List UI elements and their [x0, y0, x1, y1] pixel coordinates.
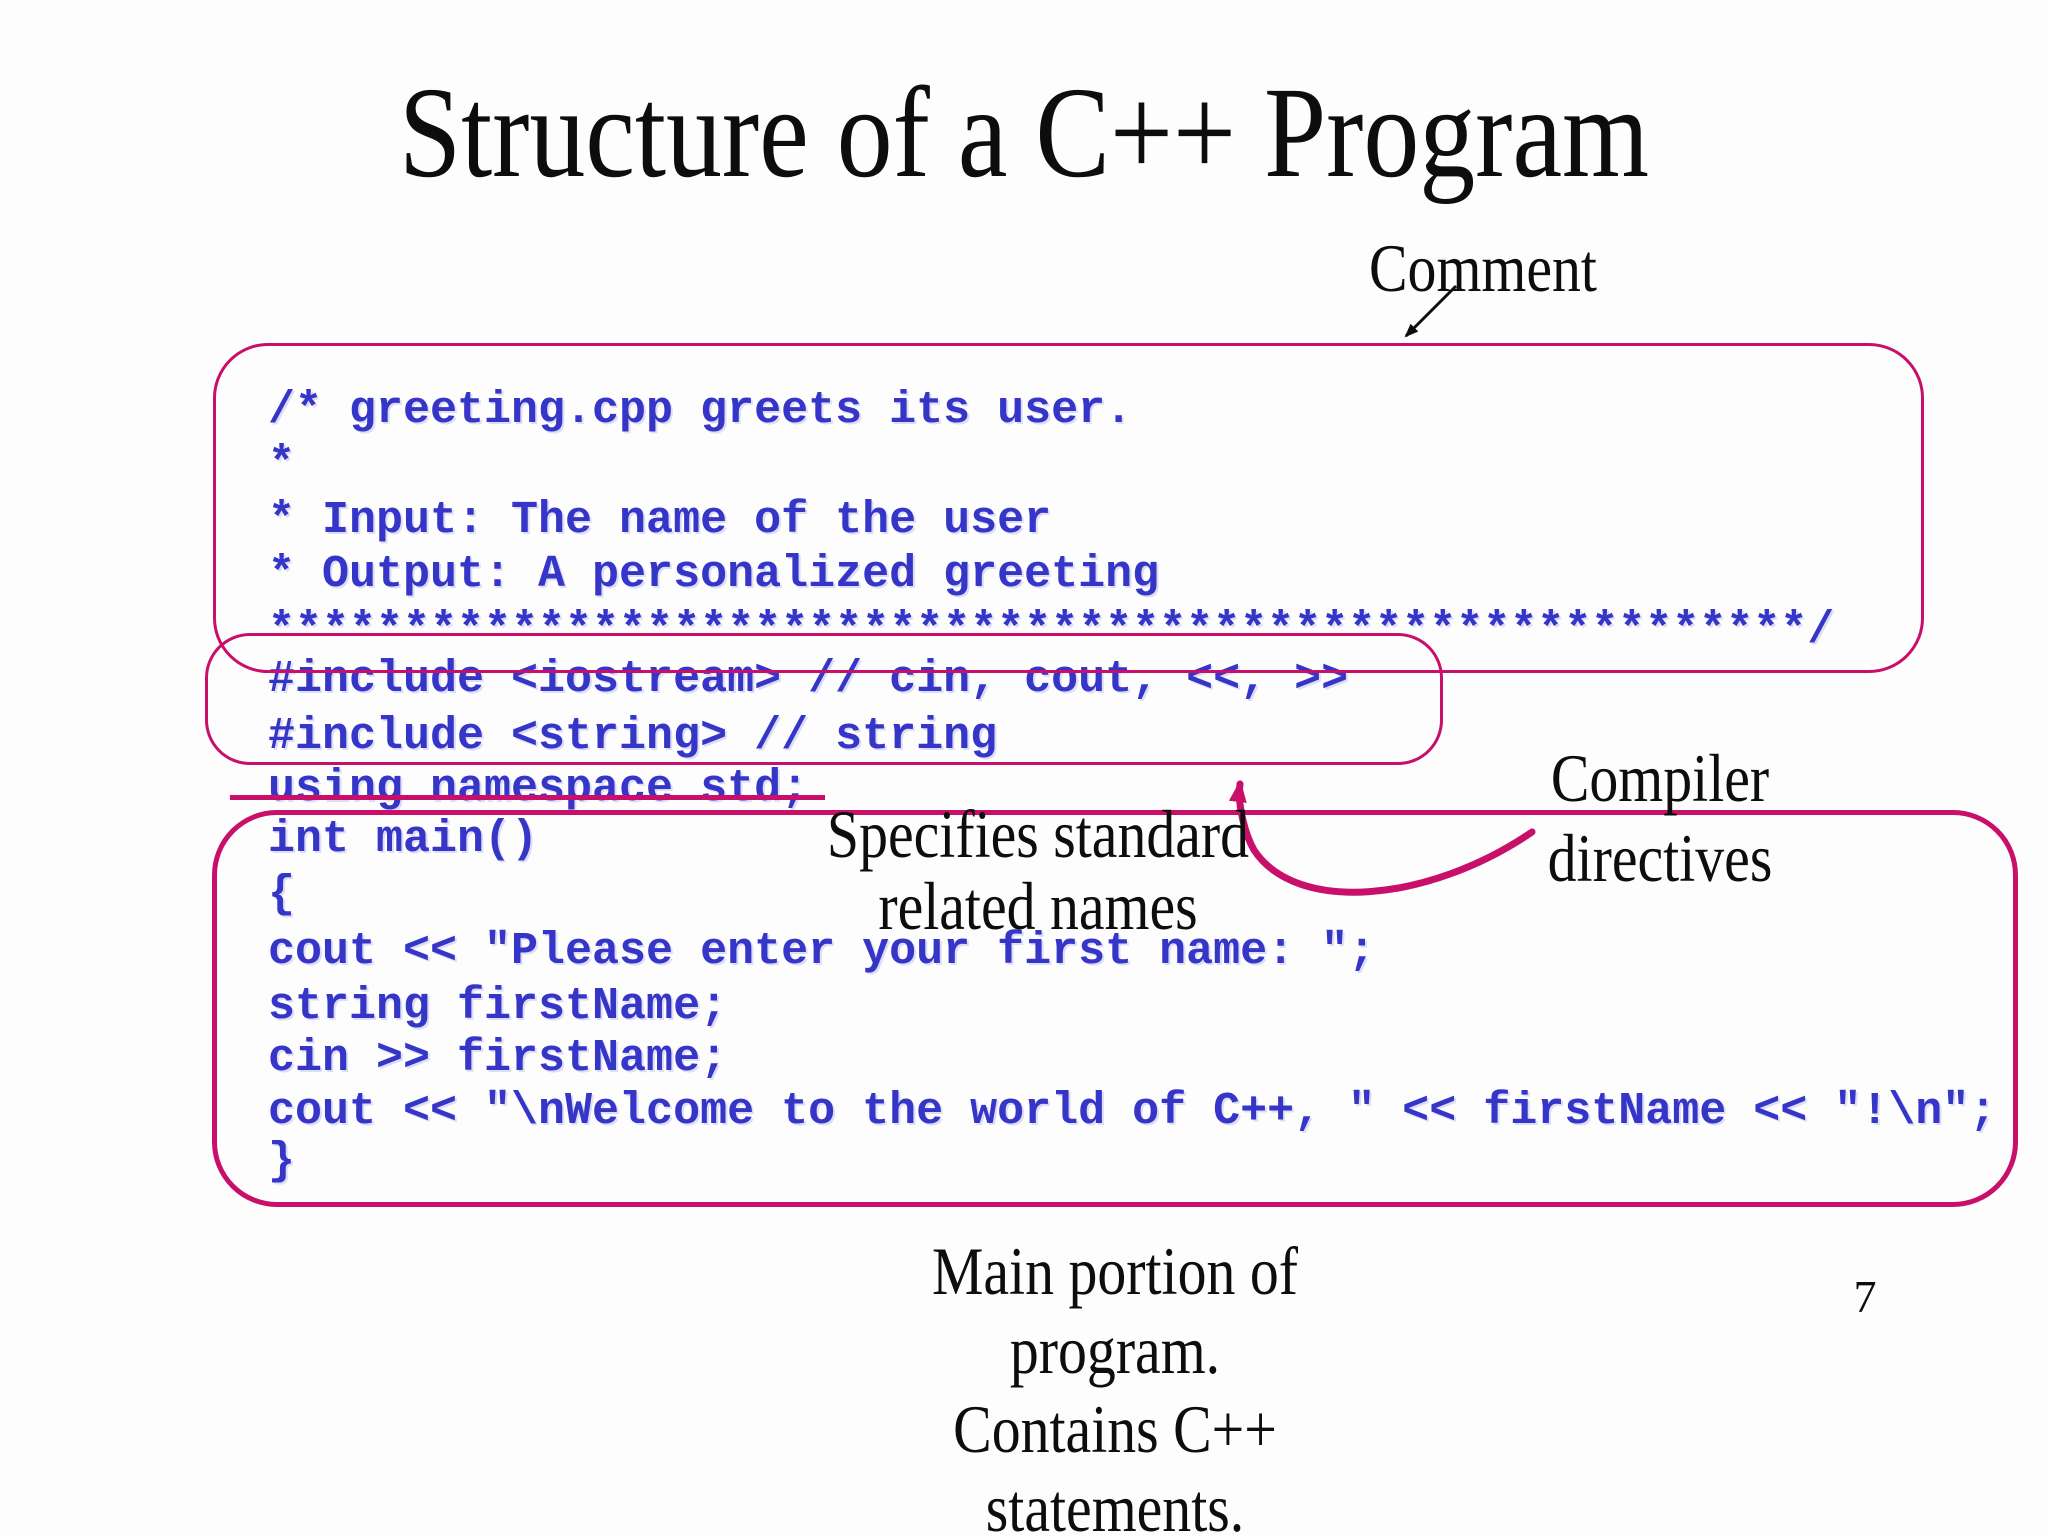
- annotation-main-line2: program.: [1009, 1312, 1221, 1388]
- annotation-specifies-line2: related names: [878, 868, 1198, 944]
- code-line: * Output: A personalized greeting: [268, 549, 1160, 600]
- code-line: ****************************************…: [268, 605, 1835, 656]
- code-line: cout << "\nWelcome to the world of C++, …: [268, 1086, 1997, 1137]
- page-number: 7: [1853, 1271, 1877, 1322]
- annotation-main-line4: statements.: [985, 1470, 1245, 1536]
- annotation-specifies-standard: Specifies standard related names: [783, 798, 1293, 942]
- annotation-main-line3: Contains C++: [953, 1391, 1277, 1467]
- annotation-compiler-line2: directives: [1547, 820, 1773, 896]
- comment-box-outline: [213, 343, 1924, 673]
- code-line: * Input: The name of the user: [268, 495, 1052, 546]
- code-line: string firstName;: [268, 981, 728, 1032]
- annotation-comment: Comment: [1228, 228, 1738, 308]
- annotation-specifies-line1: Specifies standard: [826, 796, 1250, 872]
- code-line: cin >> firstName;: [268, 1033, 728, 1084]
- using-namespace-underline: [230, 795, 825, 800]
- annotation-compiler-line1: Compiler: [1550, 740, 1770, 816]
- code-line: #include <iostream> // cin, cout, <<, >>: [268, 654, 1349, 705]
- code-line: {: [268, 869, 296, 920]
- directives-box-outline: [205, 633, 1443, 765]
- code-line: /* greeting.cpp greets its user.: [268, 385, 1133, 436]
- code-line: #include <string> // string: [268, 711, 998, 762]
- code-line: using namespace std;: [268, 763, 809, 814]
- main-box-outline: [212, 810, 2018, 1207]
- annotation-main-portion: Main portion of program. Contains C++ st…: [860, 1232, 1370, 1536]
- annotation-main-line1: Main portion of: [931, 1233, 1299, 1309]
- page-title: Structure of a C++ Program: [398, 61, 1650, 205]
- annotation-comment-text: Comment: [1369, 230, 1597, 306]
- code-line: int main(): [268, 814, 539, 865]
- annotation-compiler-directives: Compiler directives: [1405, 738, 1915, 898]
- code-line: cout << "Please enter your first name: "…: [268, 926, 1376, 977]
- code-line: *: [268, 439, 296, 490]
